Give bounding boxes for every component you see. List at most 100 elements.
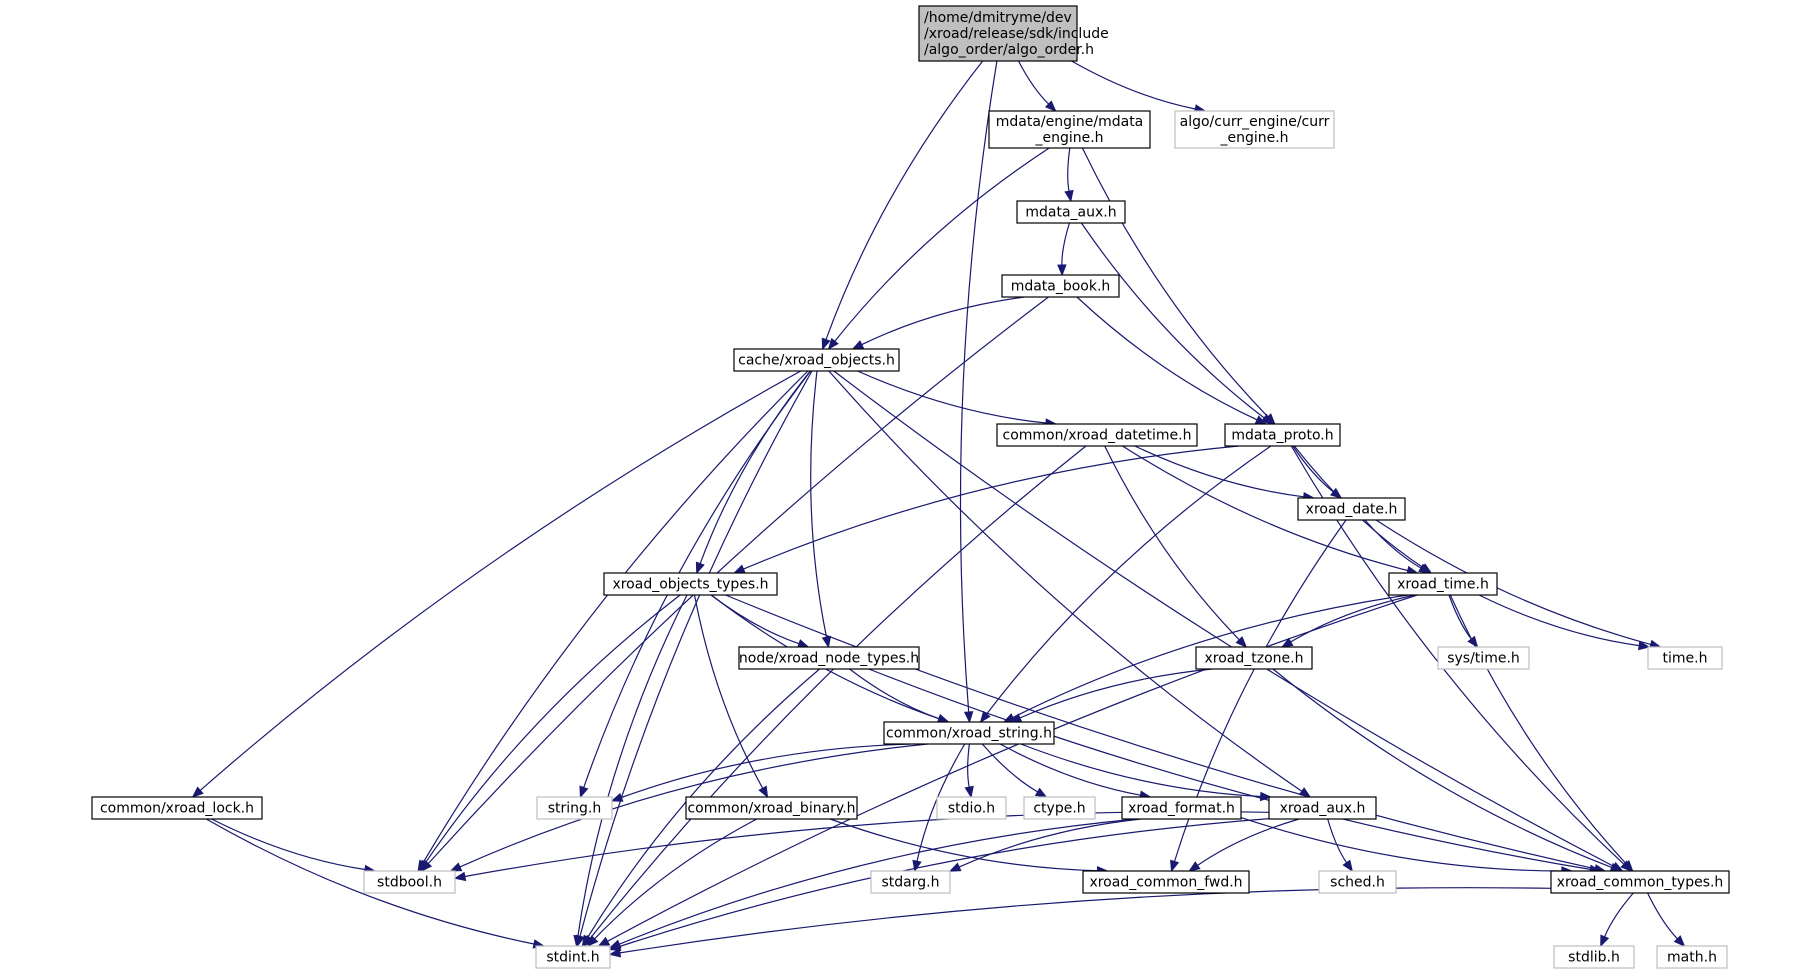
node-box	[603, 572, 778, 596]
node-stdbool-h: stdbool.h	[363, 870, 456, 894]
edge-line	[986, 445, 1272, 715]
node-algo-order[interactable]: /home/dmitryme/dev/xroad/release/sdk/inc…	[918, 5, 1109, 62]
edge-xroad_tzone-to-xroad_common_types	[1272, 668, 1623, 872]
edge-xroad_aux-to-stdbool_h	[453, 811, 1270, 882]
node-label: xroad_common_types.h	[1557, 875, 1724, 891]
node-mdata-proto[interactable]: mdata_proto.h	[1224, 423, 1341, 447]
node-label: stdlib.h	[1568, 950, 1620, 966]
edge-algo_order-to-xroad_string	[959, 60, 998, 724]
edge-line	[427, 296, 1049, 865]
edge-line	[1134, 445, 1304, 498]
node-xroad-binary[interactable]: common/xroad_binary.h	[685, 796, 858, 820]
edge-line	[1076, 296, 1258, 421]
node-label: xroad_aux.h	[1280, 801, 1366, 817]
edge-arrowhead	[964, 785, 974, 799]
node-box	[1023, 796, 1096, 820]
node-box	[1195, 646, 1313, 670]
node-box	[1082, 870, 1250, 894]
node-box	[918, 5, 1078, 62]
node-xroad-lock[interactable]: common/xroad_lock.h	[91, 796, 263, 820]
edge-arrowhead	[1259, 791, 1273, 802]
node-mdata-aux[interactable]: mdata_aux.h	[1016, 200, 1126, 224]
node-xroad-format[interactable]: xroad_format.h	[1121, 796, 1242, 820]
node-time-h: time.h	[1647, 646, 1723, 670]
edge-line	[1449, 594, 1627, 865]
node-xroad-objects-types[interactable]: xroad_objects_types.h	[603, 572, 778, 596]
node-xroad-tzone[interactable]: xroad_tzone.h	[1195, 646, 1313, 670]
node-xroad-datetime[interactable]: common/xroad_datetime.h	[996, 423, 1198, 447]
node-label: sched.h	[1330, 875, 1385, 891]
edge-xroad_objects_types-to-node_types	[710, 594, 810, 649]
node-box	[1174, 110, 1335, 149]
node-box	[883, 721, 1055, 745]
node-curr-engine: algo/curr_engine/curr_engine.h	[1174, 110, 1335, 149]
node-box	[870, 870, 951, 894]
node-label: string.h	[548, 801, 602, 817]
edge-arrowhead	[1064, 189, 1074, 203]
edge-arrowhead	[936, 714, 950, 724]
edge-xroad_format-to-xroad_common_types	[1240, 817, 1574, 876]
edge-xroad_string-to-string_h	[610, 743, 912, 802]
edge-arrowhead	[1638, 640, 1651, 651]
edge-line	[1104, 445, 1240, 641]
edge-xroad_objects-to-xroad_datetime	[857, 370, 1058, 428]
edge-mdata_engine-to-mdata_aux	[1064, 147, 1074, 203]
edge-arrowhead	[732, 564, 746, 574]
node-label: xroad_objects_types.h	[612, 577, 768, 593]
node-box	[1224, 423, 1341, 447]
node-sys-time: sys/time.h	[1437, 646, 1530, 670]
edge-arrowhead	[948, 862, 962, 872]
node-box	[1001, 274, 1120, 298]
node-label: mdata_book.h	[1011, 279, 1111, 295]
edge-arrowhead	[758, 785, 769, 799]
edge-xroad_string-to-xroad_aux	[1020, 743, 1273, 802]
node-box	[1550, 870, 1730, 894]
node-box	[1016, 200, 1126, 224]
edge-arrowhead	[1044, 100, 1057, 112]
node-node-types[interactable]: node/xroad_node_types.h	[738, 646, 920, 670]
edge-mdata_book-to-xroad_objects	[851, 296, 1025, 350]
node-label: common/xroad_datetime.h	[1003, 428, 1192, 444]
edge-xroad_datetime-to-xroad_tzone	[1104, 445, 1248, 648]
node-label: /home/dmitryme/dev	[924, 10, 1072, 26]
edge-arrowhead	[449, 862, 463, 872]
edge-xroad_aux-to-sched_h	[1327, 818, 1354, 873]
edge-arrowhead	[586, 935, 599, 947]
node-mdata-book[interactable]: mdata_book.h	[1001, 274, 1120, 298]
node-xroad-date[interactable]: xroad_date.h	[1297, 497, 1406, 521]
node-xroad-aux[interactable]: xroad_aux.h	[1268, 796, 1377, 820]
edge-line	[981, 743, 1038, 793]
edge-xroad_datetime-to-xroad_date	[1134, 445, 1316, 502]
node-xroad-common-types[interactable]: xroad_common_types.h	[1550, 870, 1730, 894]
edge-line	[619, 887, 1552, 954]
edge-node_types-to-stdint_h	[581, 668, 820, 948]
edge-xroad_binary-to-stdint_h	[586, 818, 758, 947]
edge-xroad_objects-to-node_types	[810, 370, 832, 649]
edge-node_types-to-xroad_common_types	[868, 668, 1602, 874]
edge-xroad_objects_types-to-xroad_common_types	[725, 594, 1607, 874]
edge-arrowhead	[1034, 787, 1048, 798]
node-mdata-engine[interactable]: mdata/engine/mdata_engine.h	[988, 110, 1151, 149]
node-label: time.h	[1663, 651, 1708, 667]
edge-line	[1375, 519, 1651, 645]
node-xroad-common-fwd[interactable]: xroad_common_fwd.h	[1082, 870, 1250, 894]
edge-line	[425, 594, 681, 864]
edge-xroad_time-to-time_h	[1478, 594, 1651, 651]
edge-node_types-to-xroad_string	[849, 668, 950, 724]
edge-line	[1122, 445, 1408, 572]
node-xroad-time[interactable]: xroad_time.h	[1388, 572, 1498, 596]
node-xroad-string[interactable]: common/xroad_string.h	[883, 721, 1055, 745]
edge-xroad_common_types-to-stdint_h	[608, 887, 1552, 958]
edge-line	[1364, 519, 1422, 569]
node-xroad-objects[interactable]: cache/xroad_objects.h	[733, 348, 900, 372]
node-box	[363, 870, 456, 894]
node-label: mdata_aux.h	[1025, 205, 1116, 221]
edge-line	[1197, 818, 1300, 866]
node-label: xroad_common_fwd.h	[1089, 875, 1242, 891]
edge-arrowhead	[821, 635, 832, 649]
edge-arrowhead	[1622, 860, 1634, 872]
edge-line	[621, 743, 912, 799]
edge-xroad_date-to-xroad_time	[1364, 519, 1431, 574]
edge-xroad_objects_types-to-stdbool_h	[419, 594, 681, 873]
edge-line	[1017, 60, 1050, 105]
